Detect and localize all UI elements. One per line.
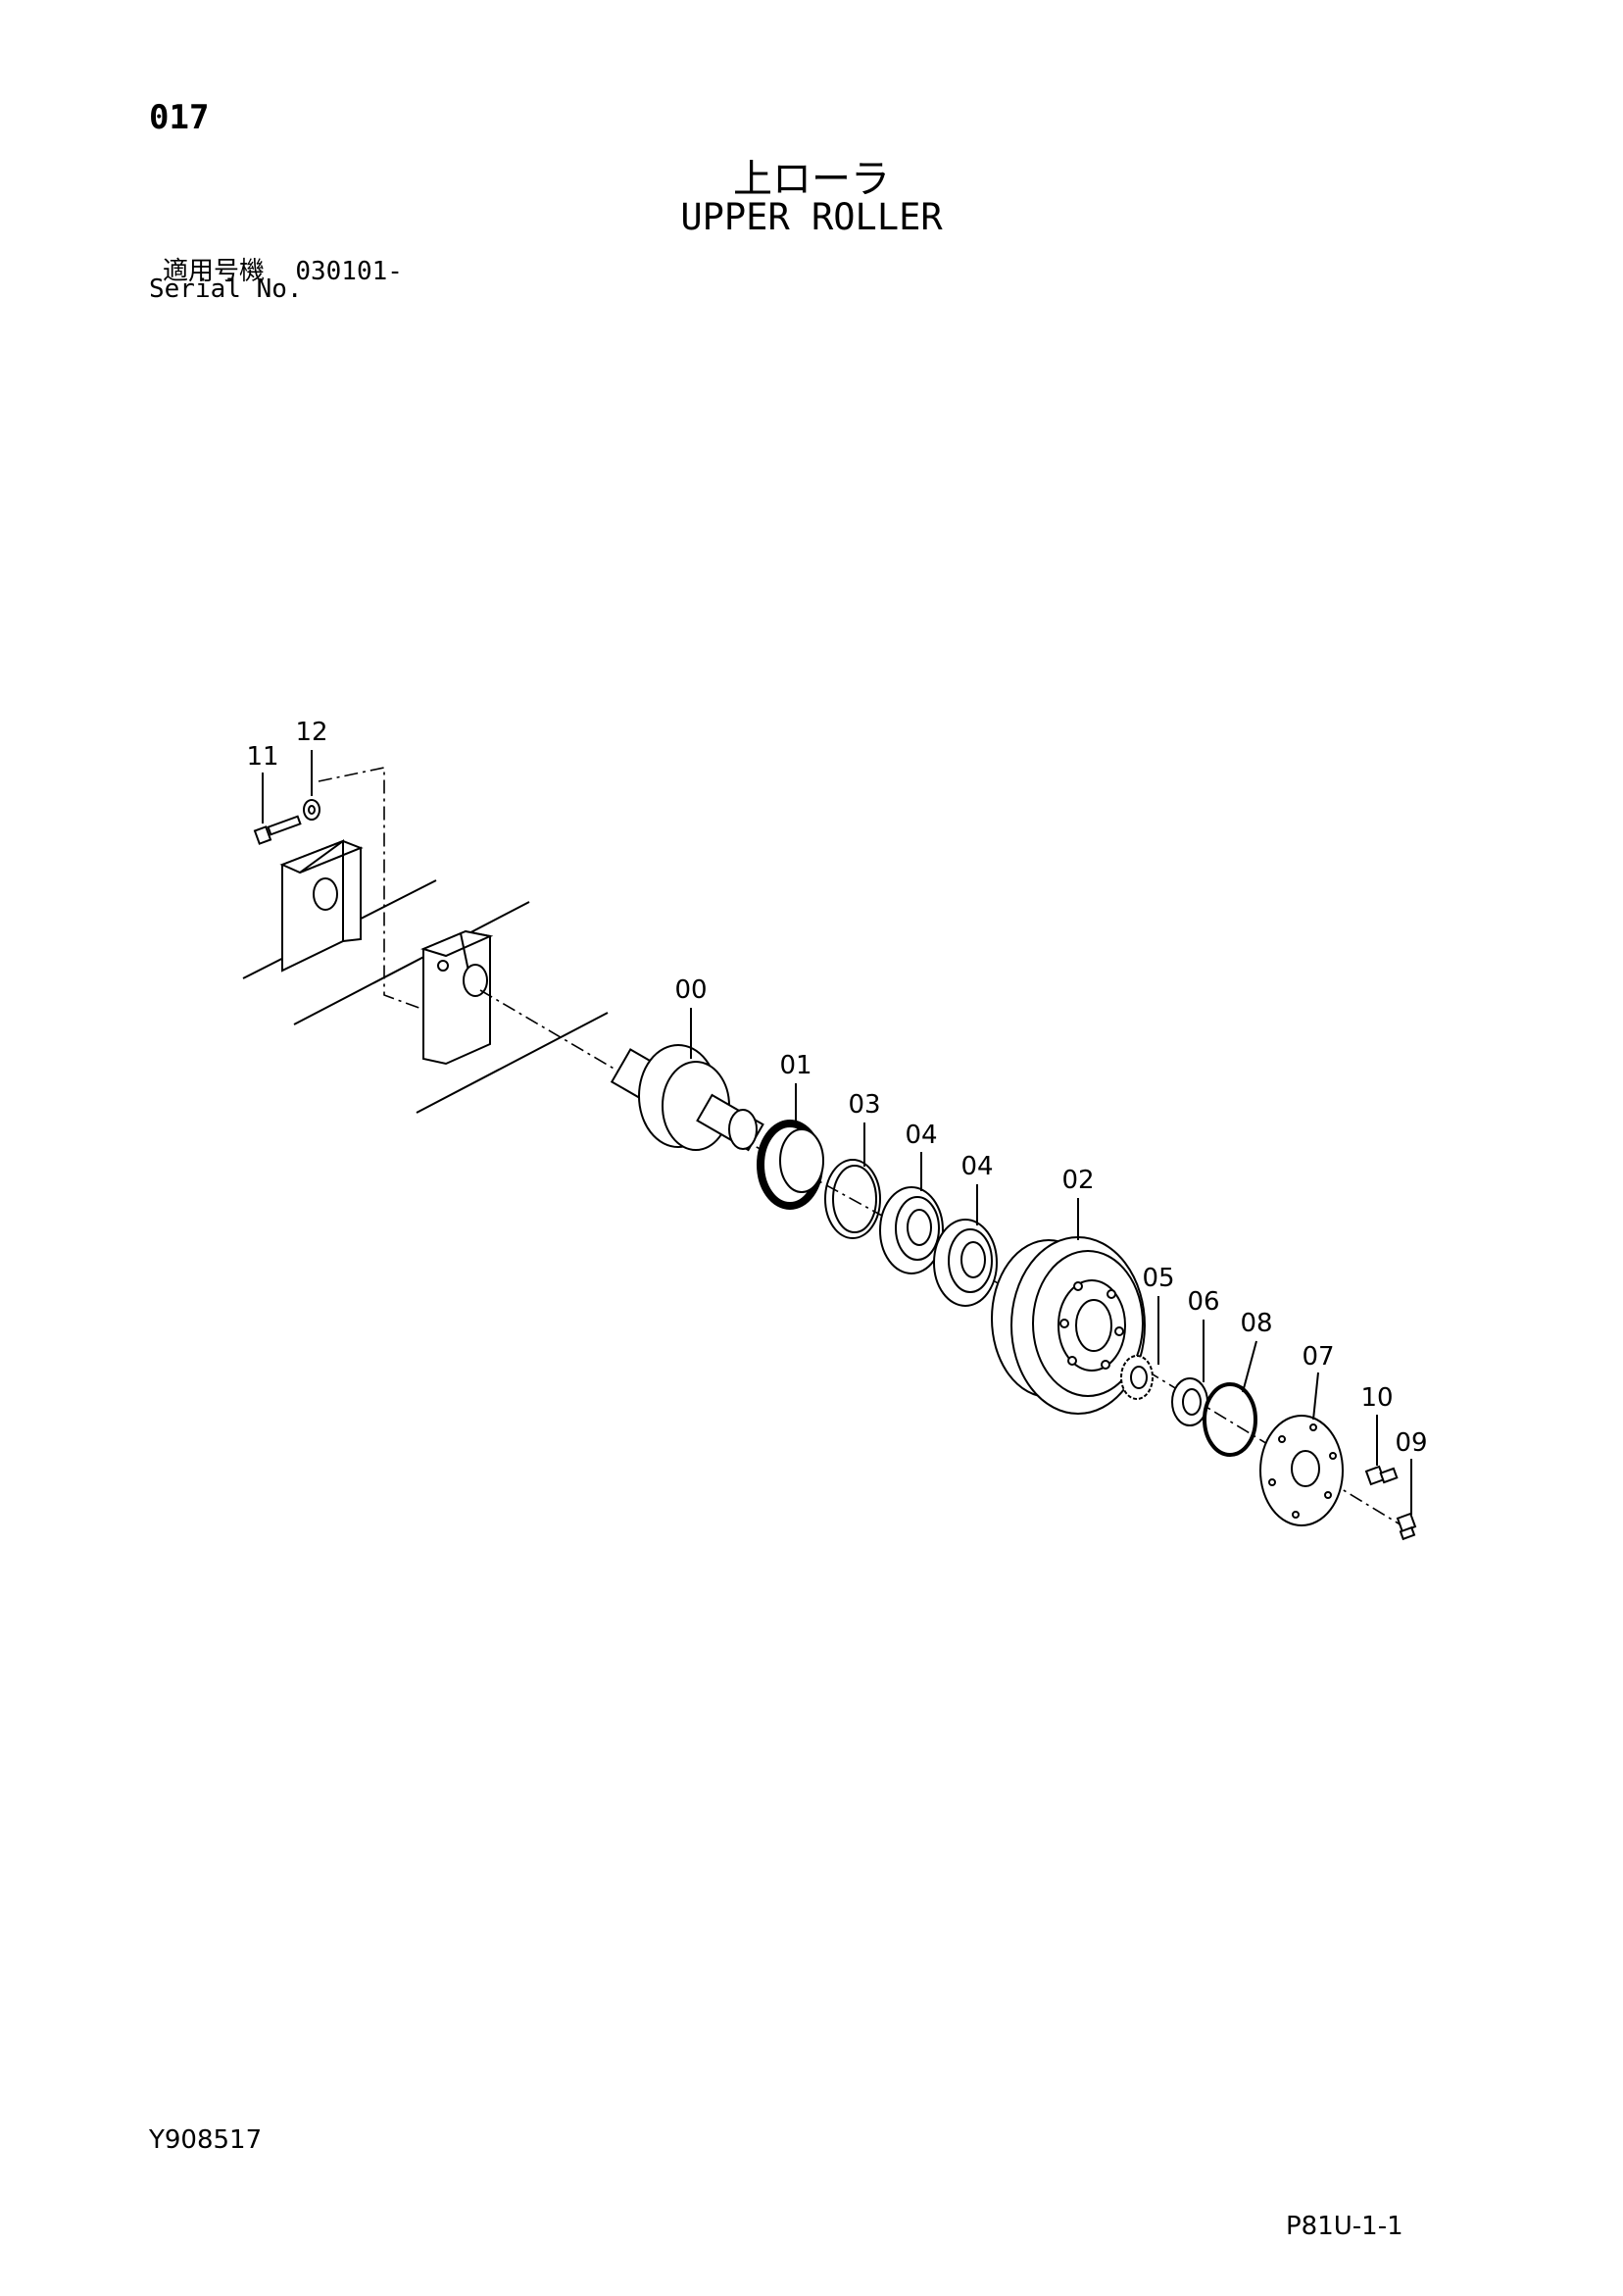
snap-ring-part-03	[824, 1159, 881, 1239]
callout-04b: 04	[960, 1152, 993, 1181]
plug-part-09	[1396, 1512, 1417, 1541]
roller-part-02	[991, 1236, 1146, 1415]
washer-part-12	[303, 799, 320, 821]
callout-leaders	[262, 750, 1412, 1515]
callout-08: 08	[1240, 1309, 1272, 1338]
o-ring-part-08	[1203, 1382, 1257, 1457]
title-japanese: 上ローラ	[733, 157, 890, 202]
cover-part-07	[1259, 1415, 1344, 1526]
bolt-part-11	[253, 815, 302, 845]
serial-label-english: Serial No.	[149, 275, 303, 304]
bracket-block-right	[420, 929, 494, 1066]
callout-02: 02	[1061, 1166, 1094, 1195]
serial-value: 030101-	[295, 257, 403, 286]
frame-rails	[242, 767, 609, 1114]
callout-12: 12	[295, 718, 327, 747]
callout-01: 01	[779, 1051, 812, 1080]
callout-10: 10	[1360, 1383, 1393, 1413]
shaft-part-00	[610, 1044, 764, 1152]
nut-part-06	[1171, 1377, 1208, 1426]
bracket-block-left	[279, 839, 364, 973]
callout-05: 05	[1142, 1264, 1174, 1293]
sheet-reference: P81U-1-1	[1286, 2212, 1403, 2241]
callout-11: 11	[246, 742, 278, 772]
lock-washer-part-05	[1120, 1355, 1154, 1400]
bearing-part-04b	[933, 1219, 998, 1307]
bearing-part-04a	[879, 1186, 944, 1274]
title-english: UPPER ROLLER	[680, 196, 943, 238]
serial-label-japanese: 適用号機	[163, 257, 266, 286]
document-id: Y908517	[149, 2125, 263, 2155]
callout-09: 09	[1395, 1428, 1427, 1458]
callout-07: 07	[1302, 1342, 1334, 1372]
callout-03: 03	[848, 1090, 880, 1120]
callout-00: 00	[674, 975, 707, 1005]
callout-06: 06	[1187, 1287, 1219, 1317]
serial-line-japanese: 適用号機 030101-	[163, 251, 403, 287]
seal-part-01	[757, 1120, 824, 1210]
callout-04a: 04	[905, 1121, 937, 1150]
bolt-part-10	[1364, 1465, 1399, 1486]
page-number: 017	[149, 98, 210, 137]
